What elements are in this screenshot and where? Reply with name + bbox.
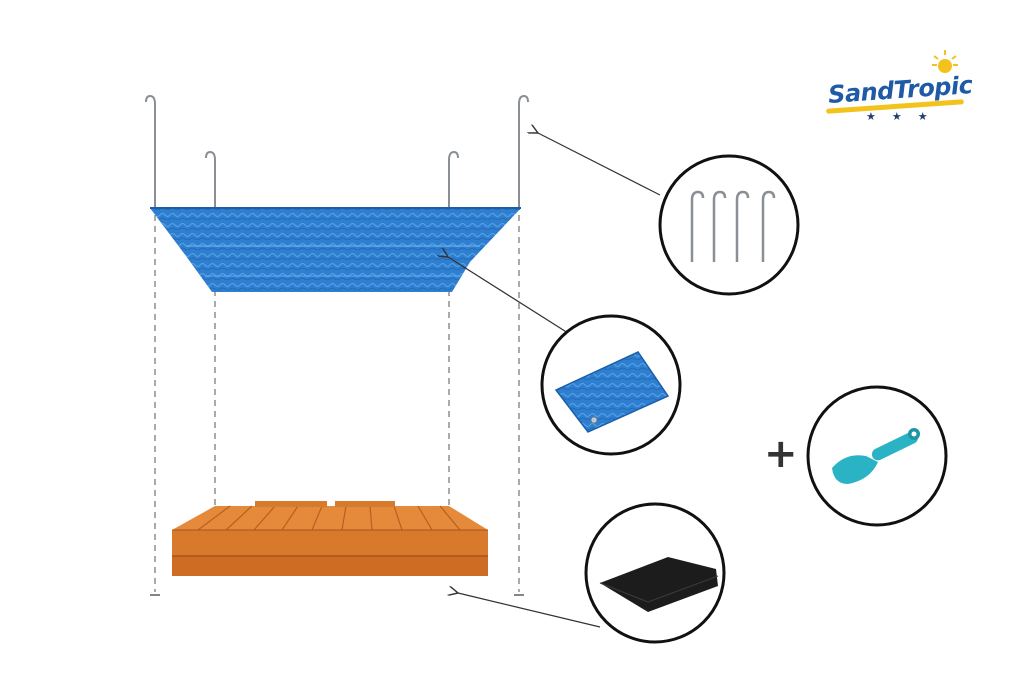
sun-icon xyxy=(932,50,958,73)
scoop-callout xyxy=(806,385,948,527)
blue-tarp-icon xyxy=(554,351,670,433)
tarp-callout xyxy=(540,314,682,456)
pegs-callout xyxy=(658,154,800,296)
logo-stars: ★★★ xyxy=(866,111,944,123)
tarp-canopy xyxy=(150,207,521,292)
black-liner-icon xyxy=(599,557,719,612)
guide-lines xyxy=(154,215,520,592)
plus-sign: + xyxy=(764,431,798,477)
ground-pegs-icon xyxy=(690,190,776,262)
liner-callout xyxy=(584,502,726,644)
ground-pegs xyxy=(145,94,529,210)
wooden-sandbox xyxy=(172,501,488,576)
sandtropic-logo: SandTropic ★★★ xyxy=(820,48,973,128)
toy-shovel-icon xyxy=(832,428,920,484)
callout-arrows xyxy=(448,133,661,628)
